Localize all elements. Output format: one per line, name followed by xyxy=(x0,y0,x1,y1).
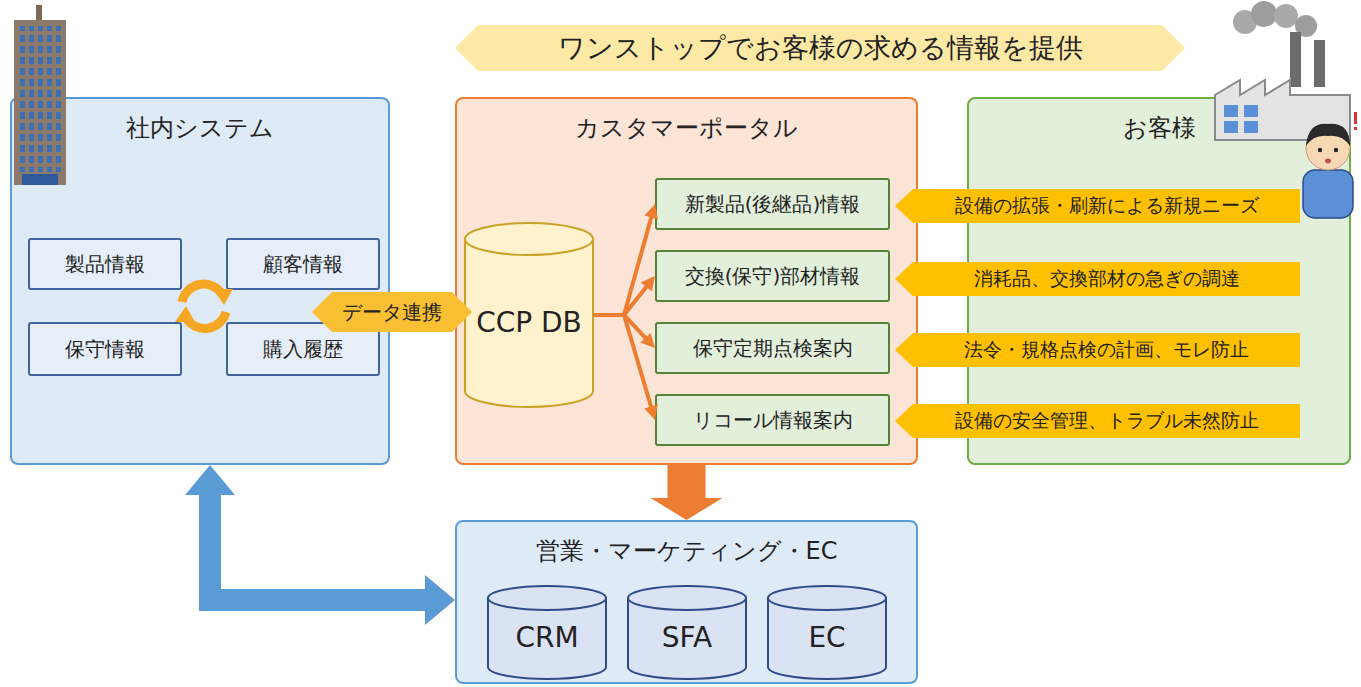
fan-arrow-shaft xyxy=(594,315,646,339)
need-arrow: 設備の拡張・刷新による新規ニーズ xyxy=(895,189,1300,223)
service-box: 新製品(後継品)情報 xyxy=(655,178,890,230)
office-building xyxy=(14,5,66,185)
service-box-label: 保守定期点検案内 xyxy=(693,337,853,360)
arrow-head xyxy=(640,333,655,348)
message-banner: ワンストップでお客様の求める情報を提供 xyxy=(455,25,1185,71)
connector xyxy=(651,465,723,520)
fan-arrow-shaft xyxy=(594,315,651,408)
arrow-head xyxy=(641,276,655,291)
need-arrow-shape xyxy=(895,189,1300,223)
service-box-label: 交換(保守)部材情報 xyxy=(685,265,861,288)
link-arrow-label: データ連携 xyxy=(342,301,442,324)
service-box-label: リコール情報案内 xyxy=(693,409,853,432)
arrow-head xyxy=(425,575,455,625)
sync-icon xyxy=(175,284,233,328)
customer-panel-label: お客様 xyxy=(1123,115,1196,143)
cylinder-rim xyxy=(465,239,593,255)
cylinder-rim xyxy=(768,598,886,610)
connector xyxy=(594,204,658,315)
database-cylinder-label: EC xyxy=(808,622,845,654)
service-box: 保守定期点検案内 xyxy=(655,322,890,374)
sales-panel-label: 営業・マーケティング・EC xyxy=(536,538,838,566)
database-cylinder: EC xyxy=(767,585,887,680)
need-arrow-label: 設備の安全管理、トラブル未然防止 xyxy=(955,410,1259,432)
database-cylinder: CRM xyxy=(487,585,607,680)
info-box: 保守情報 xyxy=(28,322,182,376)
connector xyxy=(185,465,455,625)
database-cylinder-shape xyxy=(628,586,746,679)
arrow-head xyxy=(644,405,657,420)
database-cylinder: CCP DB xyxy=(464,222,594,408)
factory-illustration xyxy=(1215,1,1350,140)
arrow-head xyxy=(644,204,657,219)
need-arrow: 設備の安全管理、トラブル未然防止 xyxy=(895,404,1300,438)
info-box: 顧客情報 xyxy=(226,238,380,290)
need-arrow: 法令・規格点検の計画、モレ防止 xyxy=(895,333,1300,367)
link-arrow: データ連携 xyxy=(312,292,472,332)
cylinder-rim xyxy=(488,598,606,610)
arrow-head xyxy=(185,465,235,495)
database-cylinder-shape xyxy=(768,586,886,679)
portal-panel-label: カスタマーポータル xyxy=(575,115,798,143)
info-box-label: 購入履歴 xyxy=(263,338,343,361)
fan-arrow-shaft xyxy=(594,286,647,315)
connector xyxy=(594,276,655,315)
service-box: 交換(保守)部材情報 xyxy=(655,250,890,302)
service-box: リコール情報案内 xyxy=(655,394,890,446)
info-box-label: 保守情報 xyxy=(65,338,145,361)
connector xyxy=(594,315,658,420)
info-box: 製品情報 xyxy=(28,238,182,290)
need-arrow-label: 法令・規格点検の計画、モレ防止 xyxy=(964,339,1249,361)
fan-arrow-shaft xyxy=(594,217,652,315)
need-arrow-shape xyxy=(895,404,1300,438)
database-cylinder-label: CCP DB xyxy=(476,307,582,339)
portal-panel: CCP DB 新製品(後継品)情報交換(保守)部材情報保守定期点検案内リコール情報… xyxy=(455,97,918,465)
arrow-head xyxy=(651,498,723,520)
need-arrow-shape xyxy=(895,333,1300,367)
elbow-arrow-shaft xyxy=(210,494,426,600)
customer-person xyxy=(1303,112,1357,218)
link-arrow-shape xyxy=(312,292,472,332)
database-cylinder-label: CRM xyxy=(515,622,578,654)
service-box-label: 新製品(後継品)情報 xyxy=(685,193,861,216)
database-cylinder-shape xyxy=(488,586,606,679)
info-box-label: 顧客情報 xyxy=(263,253,343,276)
message-banner-shape xyxy=(455,25,1185,71)
database-cylinder: SFA xyxy=(627,585,747,680)
need-arrow-label: 消耗品、交換部材の急ぎの調達 xyxy=(974,268,1240,290)
block-arrow-shaft xyxy=(668,465,706,499)
sales-panel: CRM SFA EC 営業・マーケティング・EC xyxy=(455,520,918,684)
need-arrow: 消耗品、交換部材の急ぎの調達 xyxy=(895,262,1300,296)
database-cylinder-label: SFA xyxy=(662,622,712,654)
cylinder-rim xyxy=(628,598,746,610)
database-cylinder-shape xyxy=(465,223,593,407)
system-panel-label: 社内システム xyxy=(126,115,274,143)
need-arrow-label: 設備の拡張・刷新による新規ニーズ xyxy=(955,195,1259,217)
need-arrow-shape xyxy=(895,262,1300,296)
info-box-label: 製品情報 xyxy=(65,253,145,276)
message-banner-label: ワンストップでお客様の求める情報を提供 xyxy=(558,32,1083,63)
